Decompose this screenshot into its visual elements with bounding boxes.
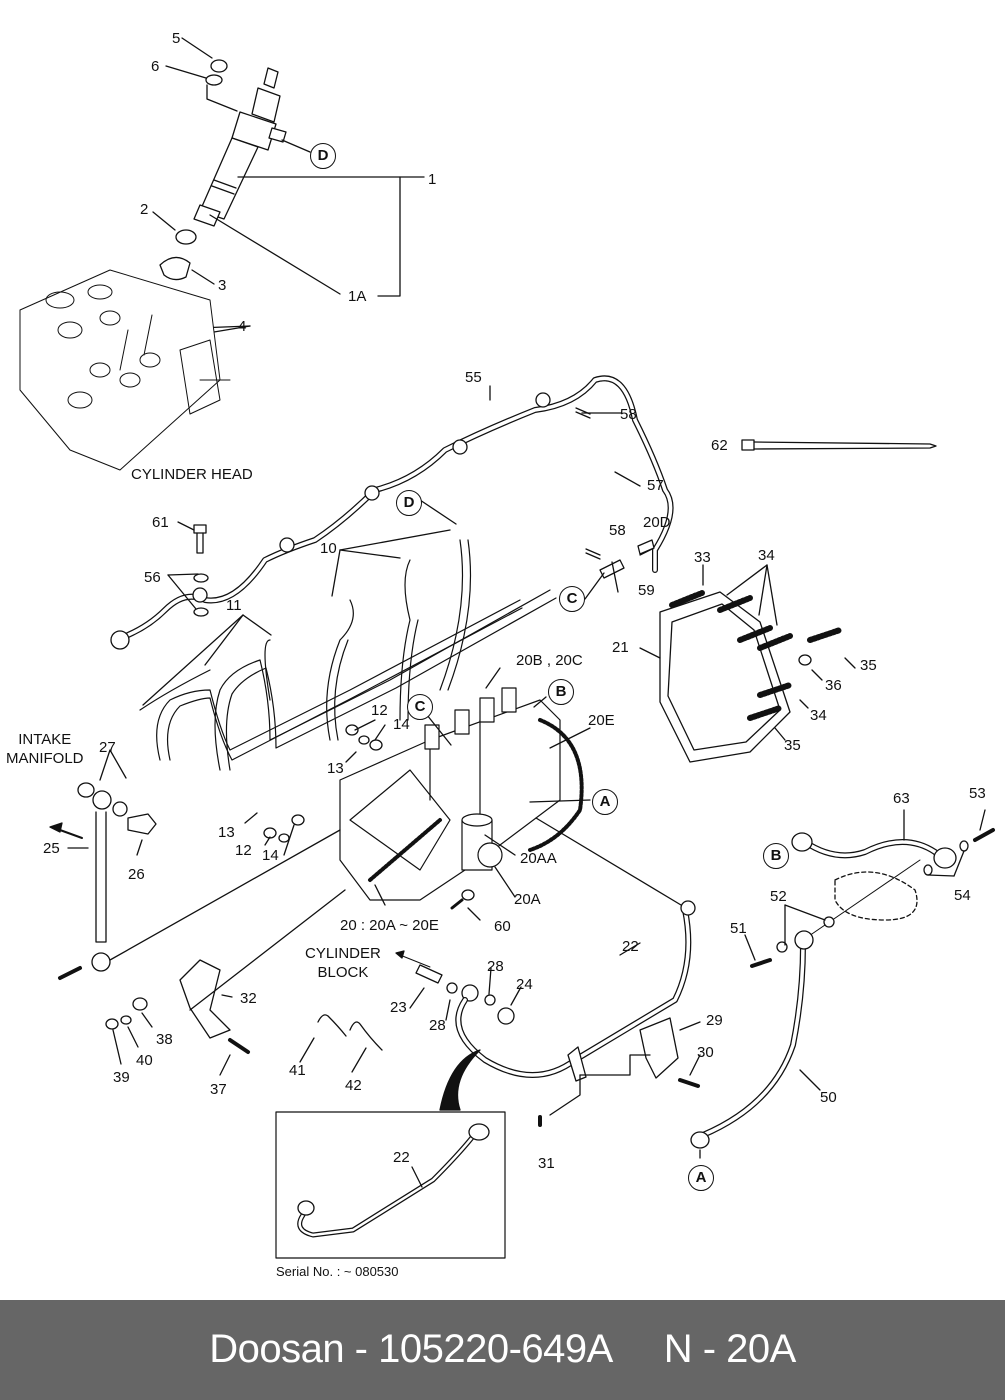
injection-pump-drawing [339,687,584,901]
footer-page-ref: N - 20A [663,1327,797,1371]
injector-drawing [159,59,287,281]
part-label-21: 21 [612,639,629,656]
part-label-40: 40 [136,1052,153,1069]
part-label-31: 31 [538,1155,555,1172]
cylinder-head-drawing [19,269,231,471]
part-label-34: 34 [810,707,827,724]
part-label-57: 57 [647,477,664,494]
part-label-28: 28 [429,1017,446,1034]
part-label-29: 29 [706,1012,723,1029]
part-label-55: 55 [465,369,482,386]
part-label-20d: 20D [643,514,671,531]
part-label-39: 39 [113,1069,130,1086]
part-label-58: 58 [620,406,637,423]
part-label-56: 56 [144,569,161,586]
part-label-25: 25 [43,840,60,857]
intake-manifold-note-line1: INTAKE [18,731,72,748]
inset-part-label-22: 22 [393,1149,410,1166]
reference-marker-c: C [407,694,433,720]
part-label-53: 53 [969,785,986,802]
reference-marker-d: D [396,490,422,516]
reference-marker-b: B [548,679,574,705]
part-label-28: 28 [487,958,504,975]
part-label-51: 51 [730,920,747,937]
footer-part-number: 105220-649A [378,1327,611,1371]
part-label-20e: 20E [588,712,615,729]
part-label-6: 6 [151,58,160,75]
part-label-33: 33 [694,549,711,566]
part-label-35: 35 [784,737,801,754]
part-label-61: 61 [152,514,169,531]
inset-frame [275,1111,506,1259]
part-label-59: 59 [638,582,655,599]
part-label-11: 11 [226,597,242,614]
part-label-12: 12 [371,702,388,719]
footer-banner: Doosan - 105220-649A N - 20A [0,1300,1005,1400]
part-label-20-range: 20 : 20A ~ 20E [340,917,439,934]
part-label-32: 32 [240,990,257,1007]
part-label-10: 10 [320,540,337,557]
part-label-1a: 1A [348,288,367,305]
part-label-22: 22 [622,938,639,955]
part-label-30: 30 [697,1044,714,1061]
intake-manifold-note: INTAKE MANIFOLD [6,730,84,768]
part-label-14: 14 [393,716,410,733]
part-label-20b-20c: 20B , 20C [516,652,583,669]
part-label-20aa: 20AA [520,850,557,867]
part-label-4: 4 [238,318,247,335]
part-label-26: 26 [128,866,145,883]
serial-number-note: Serial No. : ~ 080530 [276,1264,399,1279]
cylinder-block-note-line2: BLOCK [317,964,369,981]
part-label-36: 36 [825,677,842,694]
intake-manifold-note-line2: MANIFOLD [6,750,84,767]
part-label-14: 14 [262,847,279,864]
part-label-13: 13 [327,760,344,777]
part-label-2: 2 [140,201,149,218]
reference-marker-a: A [688,1165,714,1191]
part-label-37: 37 [210,1081,227,1098]
part-label-13: 13 [218,824,235,841]
part-label-12: 12 [235,842,252,859]
part-label-24: 24 [516,976,533,993]
part-label-1: 1 [428,171,437,188]
cylinder-block-note: CYLINDER BLOCK [305,944,381,982]
reference-marker-b: B [763,843,789,869]
cylinder-head-note: CYLINDER HEAD [131,466,253,483]
part-label-63: 63 [893,790,910,807]
part-label-52: 52 [770,888,787,905]
part-label-34: 34 [758,547,775,564]
footer-caption: Doosan - 105220-649A N - 20A [209,1327,797,1371]
part-label-35: 35 [860,657,877,674]
part-label-62: 62 [711,437,728,454]
parts-diagram: 5 6 1 2 3 1A 4 55 58 62 57 58 20D 59 61 … [6,30,995,1279]
footer-brand: Doosan [209,1327,345,1371]
part-label-60: 60 [494,918,511,935]
part-label-42: 42 [345,1077,362,1094]
diagram-linework [19,37,995,1259]
cylinder-block-note-line1: CYLINDER [305,945,381,962]
part-label-5: 5 [172,30,181,47]
part-label-23: 23 [390,999,407,1016]
reference-marker-c: C [559,586,585,612]
reference-marker-d: D [310,143,336,169]
injection-pipes-drawing [139,539,557,771]
part-label-54: 54 [954,887,971,904]
part-label-41: 41 [289,1062,306,1079]
part-label-38: 38 [156,1031,173,1048]
part-label-20a: 20A [514,891,541,908]
part-label-58: 58 [609,522,626,539]
part-label-50: 50 [820,1089,837,1106]
part-label-3: 3 [218,277,227,294]
part-label-27: 27 [99,739,116,756]
reference-marker-a: A [592,789,618,815]
